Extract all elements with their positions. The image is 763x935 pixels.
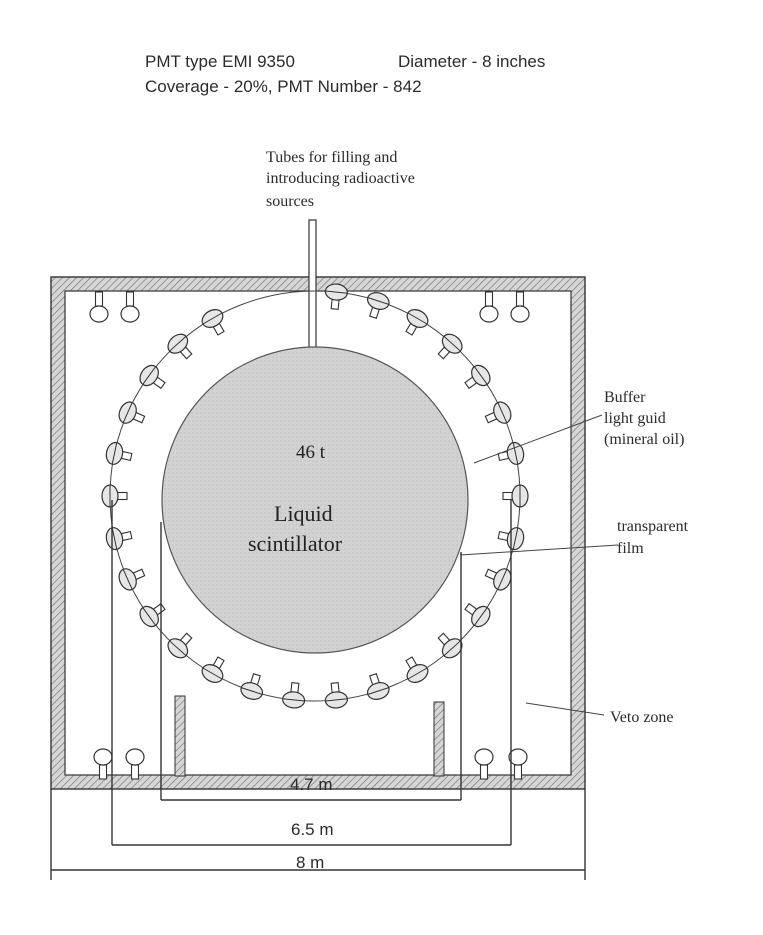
- pmt: [502, 484, 529, 508]
- pmt: [105, 441, 133, 465]
- buffer-label-line3: (mineral oil): [604, 431, 684, 448]
- pmt: [464, 364, 491, 390]
- pmt: [139, 602, 166, 628]
- buffer-label-line1: Buffer: [604, 389, 646, 406]
- pmt: [324, 682, 348, 709]
- pmt: [240, 673, 264, 700]
- pmt-array: [101, 283, 529, 709]
- scintillator-sphere: [161, 346, 469, 654]
- dimension-middle-label: 6.5 m: [291, 820, 334, 839]
- pmt-type-label: PMT type EMI 9350: [145, 52, 295, 71]
- pmt: [405, 309, 429, 336]
- pmt: [405, 656, 429, 683]
- dimension-outer: [50, 789, 586, 880]
- veto-pmt: [89, 291, 109, 323]
- tubes-label-line2: introducing radioactive: [266, 170, 415, 187]
- veto-pmt: [479, 291, 499, 323]
- veto-label: Veto zone: [610, 709, 674, 726]
- veto-pmt-array: [89, 291, 530, 780]
- film-leader-line: [459, 544, 619, 556]
- veto-pmt: [510, 291, 530, 323]
- pmt: [484, 568, 512, 591]
- pmt: [484, 401, 512, 424]
- pmt: [282, 682, 306, 709]
- pmt: [201, 656, 225, 683]
- film-label-line1: transparent: [617, 518, 689, 535]
- coverage-label: Coverage - 20%, PMT Number - 842: [145, 77, 422, 96]
- pmt: [437, 333, 463, 360]
- pmt: [167, 333, 193, 360]
- pmt: [118, 401, 146, 424]
- pmt: [118, 568, 146, 591]
- pmt: [201, 309, 225, 336]
- dimension-inner-label: 4.7 m: [290, 775, 333, 794]
- dimension-outer-label: 8 m: [296, 853, 324, 872]
- film-label-line2: film: [617, 540, 644, 557]
- pmt: [167, 632, 193, 659]
- dimension-middle: [111, 500, 512, 846]
- pmt: [101, 484, 128, 508]
- scintillator-label-line1: Liquid: [274, 501, 333, 526]
- right-support-wall: [433, 701, 445, 777]
- tubes-label-line3: sources: [266, 193, 314, 210]
- pmt: [497, 441, 525, 465]
- buffer-leader-line: [473, 414, 603, 464]
- pmt: [139, 364, 166, 390]
- scintillator-label-line2: scintillator: [248, 531, 343, 556]
- mass-label: 46 t: [296, 442, 326, 463]
- veto-pmt: [93, 748, 113, 780]
- pmt: [366, 292, 390, 319]
- veto-pmt: [120, 291, 140, 323]
- left-support-wall: [174, 695, 186, 777]
- pmt: [324, 283, 348, 310]
- pmt-diameter-label: Diameter - 8 inches: [398, 52, 545, 71]
- veto-leader-line: [525, 702, 605, 716]
- veto-pmt: [125, 748, 145, 780]
- tubes-label-line1: Tubes for filling and: [266, 149, 397, 166]
- dimension-inner: [160, 522, 462, 801]
- pmt: [464, 602, 491, 628]
- pmt: [366, 673, 390, 700]
- veto-pmt: [474, 748, 494, 780]
- veto-pmt: [508, 748, 528, 780]
- buffer-label-line2: light guid: [604, 410, 666, 427]
